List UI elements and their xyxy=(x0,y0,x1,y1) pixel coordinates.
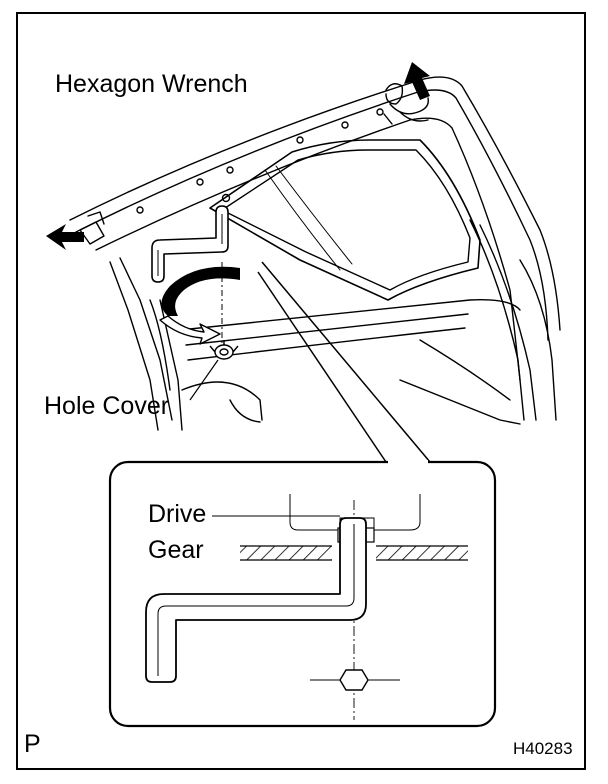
rotation-arrow xyxy=(159,266,240,345)
hole-cover-drawing xyxy=(209,340,239,360)
detail-box xyxy=(108,460,497,728)
lift-arrow-left xyxy=(46,224,84,250)
callout-lines xyxy=(257,261,431,463)
hexagon-wrench-label: Hexagon Wrench xyxy=(55,70,248,98)
hexagon-wrench-drawing xyxy=(151,205,229,283)
hole-cover-leader xyxy=(189,359,219,401)
figure-code: H40283 xyxy=(513,739,573,758)
hole-cover-label: Hole Cover xyxy=(44,392,170,420)
corner-mark: P xyxy=(24,730,41,758)
gear-label: Gear xyxy=(148,536,204,564)
lift-arrow-right xyxy=(404,62,430,100)
roof-drawing xyxy=(69,76,561,431)
drive-label: Drive xyxy=(148,500,207,528)
